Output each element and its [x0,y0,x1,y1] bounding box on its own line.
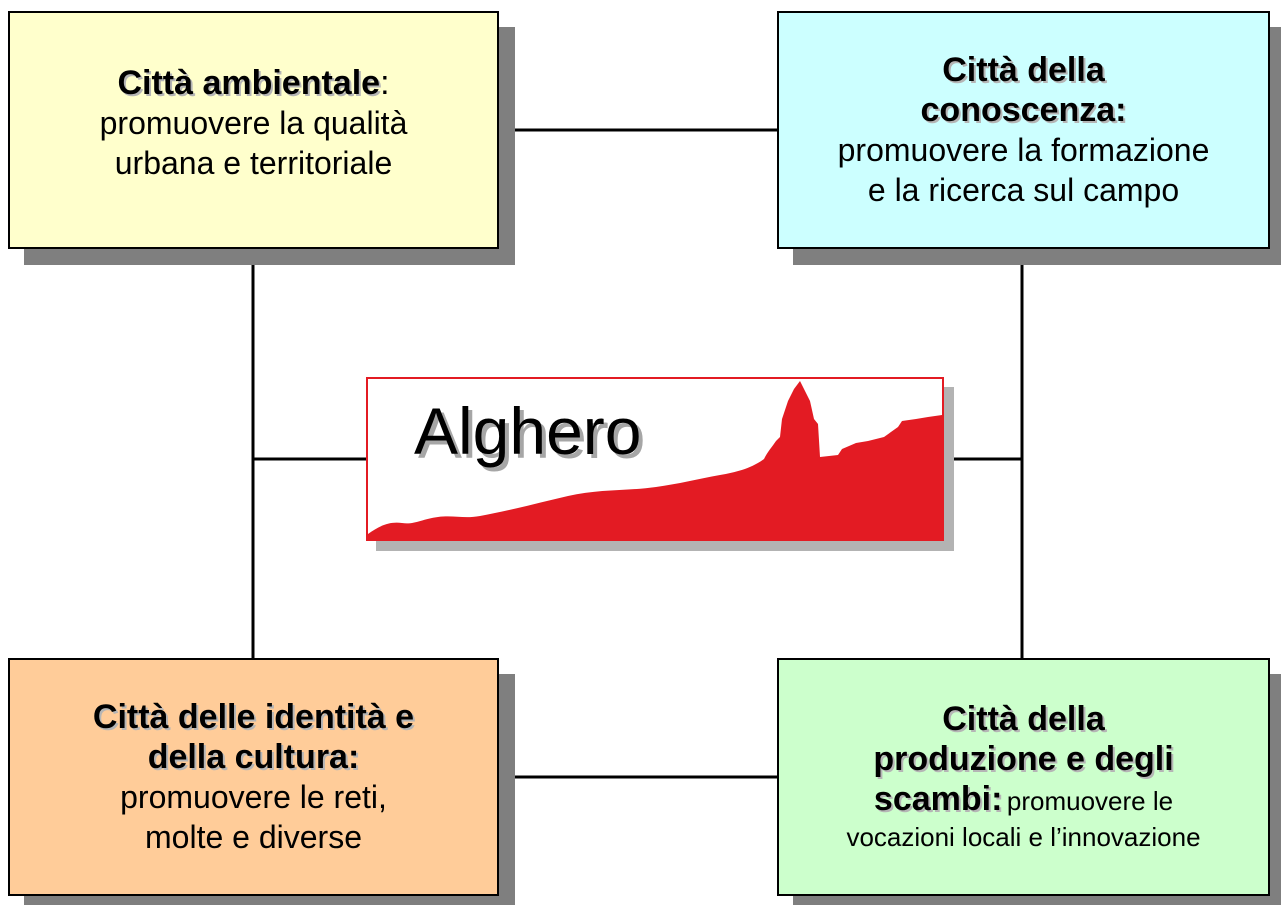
title-text: Città ambientale [117,64,381,102]
logo-wordmark: Alghero [414,394,642,468]
alghero-logo: Alghero [366,377,944,541]
box-line-2: urbana e territoriale [114,145,393,181]
box-line-2: vocazioni locali e l’innovazione [846,822,1201,852]
box-title-2: produzione e degli [873,740,1174,778]
box-line-1: promuovere la qualità [99,105,408,141]
box-line-1: promuovere le reti, [120,779,387,815]
skyline-silhouette [368,381,942,539]
box-title-3: scambi: [873,780,1003,818]
box-citta-identita: Città delle identità e della cultura: pr… [8,658,499,896]
box-title: Città ambientale: [117,63,389,103]
box-citta-ambientale: Città ambientale: promuovere la qualità … [8,11,499,249]
box-title-1: Città della [942,51,1105,89]
box-line-2: e la ricerca sul campo [867,172,1180,208]
box-line-2: molte e diverse [145,819,362,855]
box-title-2: conoscenza: [920,91,1127,129]
box-title-1: Città delle identità e [92,698,415,736]
box-line-1: promuovere la formazione [837,132,1210,168]
box-line-1: promuovere le [1006,786,1174,816]
title-colon: : [380,64,390,102]
box-title-2: della cultura: [147,738,360,776]
box-title-3-row: scambi: promuovere le [874,779,1173,819]
box-title-1: Città della [942,700,1105,738]
box-citta-conoscenza: Città della conoscenza: promuovere la fo… [777,11,1270,249]
box-citta-produzione: Città della produzione e degli scambi: p… [777,658,1270,896]
